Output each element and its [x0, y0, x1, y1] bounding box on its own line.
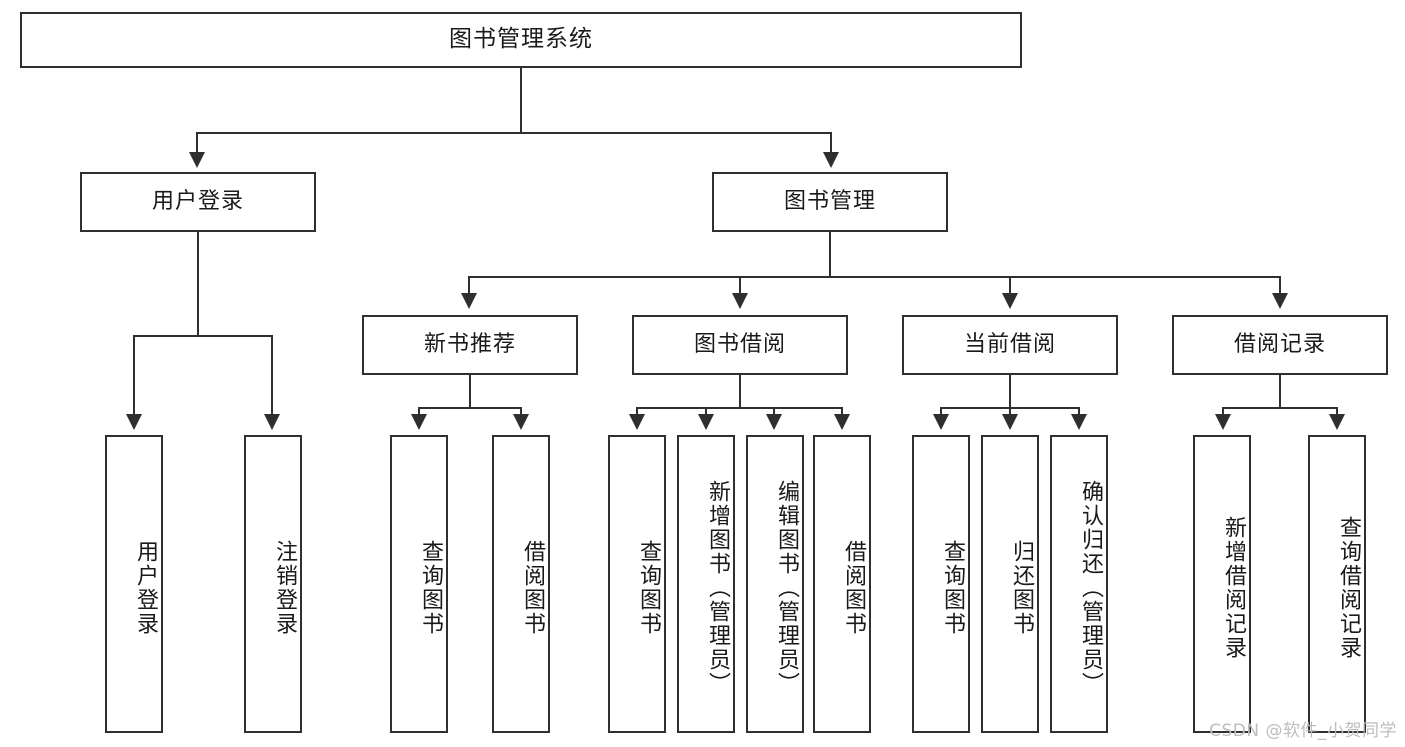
watermark-text: CSDN @软件_小贺同学	[1209, 721, 1397, 741]
node-label: 新书推荐	[423, 331, 516, 357]
connector-new-book-to-leaf-2	[520, 407, 522, 415]
node-label: 用户登录	[151, 188, 244, 214]
connector-borrow-record-stem	[1279, 375, 1281, 408]
arrow-root-to-user-login	[189, 152, 205, 168]
node-label: 归还图书	[1009, 540, 1034, 636]
connector-book-borrow-to-leaf-3	[773, 407, 775, 415]
connector-current-borrow-to-leaf-3	[1078, 407, 1080, 415]
connector-root-to-book-mgmt	[830, 132, 832, 154]
node-book-borrow[interactable]: 图书借阅	[632, 315, 848, 375]
connector-current-borrow-to-leaf-2	[1009, 407, 1011, 415]
arrow-current-borrow-to-leaf-3	[1071, 414, 1087, 430]
leaf-record-add-borrow-record[interactable]: 新增借阅记录	[1193, 435, 1251, 733]
arrow-new-book-to-leaf-2	[513, 414, 529, 430]
arrow-book-borrow-to-leaf-1	[629, 414, 645, 430]
connector-book-mgmt-to-l3-2	[739, 276, 741, 294]
leaf-current-confirm-return-admin[interactable]: 确认归还（管理员）	[1050, 435, 1108, 733]
arrow-root-to-book-mgmt	[823, 152, 839, 168]
node-label: 用户登录	[133, 540, 158, 636]
node-label: 注销登录	[272, 540, 297, 636]
node-label: 图书管理	[783, 188, 876, 214]
node-current-borrow[interactable]: 当前借阅	[902, 315, 1118, 375]
connector-borrow-record-to-leaf-2	[1336, 407, 1338, 415]
node-root-system[interactable]: 图书管理系统	[20, 12, 1022, 68]
connector-book-borrow-stem	[739, 375, 741, 408]
node-label: 新增借阅记录	[1221, 516, 1246, 660]
connector-book-borrow-bar	[636, 407, 842, 409]
connector-root-stem	[520, 68, 522, 133]
connector-book-borrow-to-leaf-2	[705, 407, 707, 415]
node-label: 借阅图书	[520, 540, 545, 636]
leaf-borrow-borrow-book[interactable]: 借阅图书	[813, 435, 871, 733]
node-user-login[interactable]: 用户登录	[80, 172, 316, 232]
node-label: 查询图书	[636, 540, 661, 636]
node-label: 借阅图书	[841, 540, 866, 636]
connector-book-borrow-to-leaf-1	[636, 407, 638, 415]
connector-book-mgmt-to-l3-1	[468, 276, 470, 294]
connector-user-login-to-leaf-1	[133, 335, 135, 415]
arrow-new-book-to-leaf-1	[411, 414, 427, 430]
connector-user-login-stem	[197, 232, 199, 336]
node-borrow-record[interactable]: 借阅记录	[1172, 315, 1388, 375]
arrow-current-borrow-to-leaf-2	[1002, 414, 1018, 430]
arrow-borrow-record-to-leaf-1	[1215, 414, 1231, 430]
connector-current-borrow-to-leaf-1	[940, 407, 942, 415]
node-label: 查询图书	[418, 540, 443, 636]
node-label: 借阅记录	[1233, 331, 1326, 357]
leaf-borrow-query-book[interactable]: 查询图书	[608, 435, 666, 733]
leaf-recommend-query-book[interactable]: 查询图书	[390, 435, 448, 733]
arrow-borrow-record-to-leaf-2	[1329, 414, 1345, 430]
connector-borrow-record-bar	[1222, 407, 1338, 409]
connector-current-borrow-stem	[1009, 375, 1011, 408]
arrow-book-borrow-to-leaf-2	[698, 414, 714, 430]
arrow-book-mgmt-to-l3-1	[461, 293, 477, 309]
connector-new-book-to-leaf-1	[418, 407, 420, 415]
node-label: 图书管理系统	[449, 26, 593, 53]
node-label: 编辑图书（管理员）	[774, 480, 799, 696]
leaf-current-query-book[interactable]: 查询图书	[912, 435, 970, 733]
connector-book-mgmt-to-l3-3	[1009, 276, 1011, 294]
connector-book-borrow-to-leaf-4	[841, 407, 843, 415]
node-label: 查询借阅记录	[1336, 516, 1361, 660]
node-label: 查询图书	[940, 540, 965, 636]
leaf-recommend-borrow-book[interactable]: 借阅图书	[492, 435, 550, 733]
arrow-user-login-to-leaf-2	[264, 414, 280, 430]
leaf-logout[interactable]: 注销登录	[244, 435, 302, 733]
node-label: 确认归还（管理员）	[1078, 480, 1103, 696]
arrow-book-borrow-to-leaf-3	[766, 414, 782, 430]
connector-root-to-user-login	[196, 132, 198, 154]
node-new-book-recommend[interactable]: 新书推荐	[362, 315, 578, 375]
arrow-book-borrow-to-leaf-4	[834, 414, 850, 430]
arrow-book-mgmt-to-l3-3	[1002, 293, 1018, 309]
arrow-book-mgmt-to-l3-4	[1272, 293, 1288, 309]
node-label: 新增图书（管理员）	[705, 480, 730, 696]
arrow-current-borrow-to-leaf-1	[933, 414, 949, 430]
connector-user-login-bar	[133, 335, 273, 337]
leaf-borrow-add-book-admin[interactable]: 新增图书（管理员）	[677, 435, 735, 733]
connector-book-mgmt-to-l3-4	[1279, 276, 1281, 294]
arrow-user-login-to-leaf-1	[126, 414, 142, 430]
node-label: 当前借阅	[963, 331, 1056, 357]
connector-new-book-stem	[469, 375, 471, 408]
connector-new-book-bar	[418, 407, 522, 409]
connector-book-mgmt-bar	[468, 276, 1280, 278]
connector-book-mgmt-stem	[829, 232, 831, 277]
arrow-book-mgmt-to-l3-2	[732, 293, 748, 309]
leaf-record-query-borrow-record[interactable]: 查询借阅记录	[1308, 435, 1366, 733]
leaf-borrow-edit-book-admin[interactable]: 编辑图书（管理员）	[746, 435, 804, 733]
leaf-current-return-book[interactable]: 归还图书	[981, 435, 1039, 733]
leaf-user-login[interactable]: 用户登录	[105, 435, 163, 733]
connector-root-bar	[196, 132, 832, 134]
connector-user-login-to-leaf-2	[271, 335, 273, 415]
connector-borrow-record-to-leaf-1	[1222, 407, 1224, 415]
node-book-management[interactable]: 图书管理	[712, 172, 948, 232]
node-label: 图书借阅	[693, 331, 786, 357]
